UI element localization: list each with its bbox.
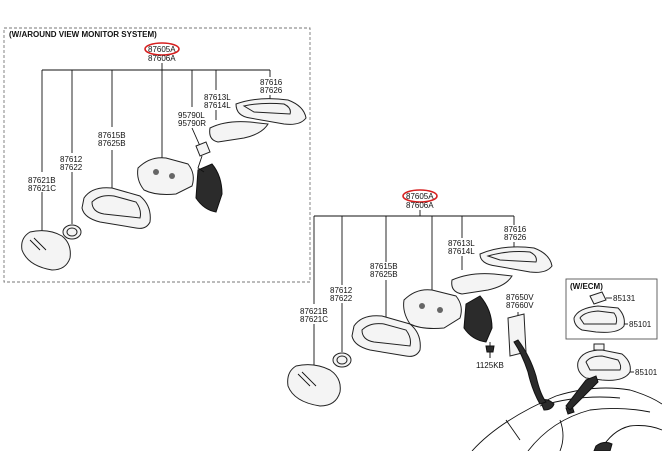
avm-actuator-body[interactable]: [137, 157, 223, 213]
avm-camera-label: 95790L: [178, 111, 205, 120]
avm-side-lamp[interactable]: [209, 121, 269, 143]
std-mirror-cover[interactable]: [479, 246, 553, 273]
std-bolt-label: 1125KB: [476, 361, 504, 370]
avm-mirror-housing[interactable]: [81, 187, 151, 229]
avm-assembly-highlight: [144, 42, 180, 56]
std-mirror-glass[interactable]: [287, 364, 341, 407]
ecm-sensor[interactable]: [589, 291, 607, 305]
std-assembly-number[interactable]: 87605A: [406, 192, 434, 201]
ecm-box: [565, 278, 658, 340]
avm-mirror-cap[interactable]: [62, 224, 82, 240]
std-cap-label: 87612: [330, 286, 353, 295]
std-cover-label-2: 87626: [504, 233, 527, 242]
std-trim-label-2: 87660V: [506, 301, 534, 310]
avm-cover-label-2: 87626: [260, 86, 283, 95]
std-glass-label-2: 87621C: [300, 315, 328, 324]
std-glass-label: 87621B: [300, 307, 328, 316]
avm-section-box: [3, 27, 311, 283]
std-mirror-cap[interactable]: [332, 352, 352, 368]
ecm-inside-mirror[interactable]: [573, 305, 625, 333]
std-bolt[interactable]: [485, 345, 495, 358]
std-housing-label: 87615B: [370, 262, 398, 271]
avm-camera-label-2: 95790R: [178, 119, 206, 128]
avm-camera-module[interactable]: [195, 141, 211, 173]
avm-cap-label-2: 87622: [60, 163, 83, 172]
ecm-box-title: (W/ECM): [570, 282, 603, 291]
std-leader-lines: [313, 210, 519, 366]
std-side-lamp[interactable]: [451, 273, 513, 295]
ecm-mirror-label: 85101: [629, 320, 652, 329]
std-lamp-label: 87613L: [448, 239, 475, 248]
std-assembly-highlight: [402, 189, 438, 203]
avm-section-title: (W/AROUND VIEW MONITOR SYSTEM): [9, 30, 157, 39]
avm-glass-label-2: 87621C: [28, 184, 56, 193]
std-housing-label-2: 87625B: [370, 270, 398, 279]
avm-leader-lines: [41, 63, 271, 238]
avm-mirror-cover[interactable]: [235, 98, 307, 125]
avm-housing-label-2: 87625B: [98, 139, 126, 148]
avm-assembly-number-2[interactable]: 87606A: [148, 54, 176, 63]
avm-cover-label: 87616: [260, 78, 283, 87]
std-assembly-number-2[interactable]: 87606A: [406, 201, 434, 210]
std-cover-label: 87616: [504, 225, 527, 234]
inside-mirror[interactable]: [577, 343, 631, 381]
avm-lamp-label: 87613L: [204, 93, 231, 102]
std-actuator-body[interactable]: [403, 289, 493, 343]
vehicle-outline: [471, 339, 662, 451]
std-lamp-label-2: 87614L: [448, 247, 475, 256]
avm-mirror-glass[interactable]: [21, 230, 71, 271]
ecm-sensor-label: 85131: [613, 294, 636, 303]
std-trim-label: 87650V: [506, 293, 534, 302]
avm-cap-label: 87612: [60, 155, 83, 164]
avm-glass-label: 87621B: [28, 176, 56, 185]
avm-housing-label: 87615B: [98, 131, 126, 140]
std-cap-label-2: 87622: [330, 294, 353, 303]
avm-assembly-number[interactable]: 87605A: [148, 45, 176, 54]
avm-lamp-label-2: 87614L: [204, 101, 231, 110]
inside-mirror-label: 85101: [635, 368, 658, 377]
std-mirror-housing[interactable]: [351, 315, 421, 357]
